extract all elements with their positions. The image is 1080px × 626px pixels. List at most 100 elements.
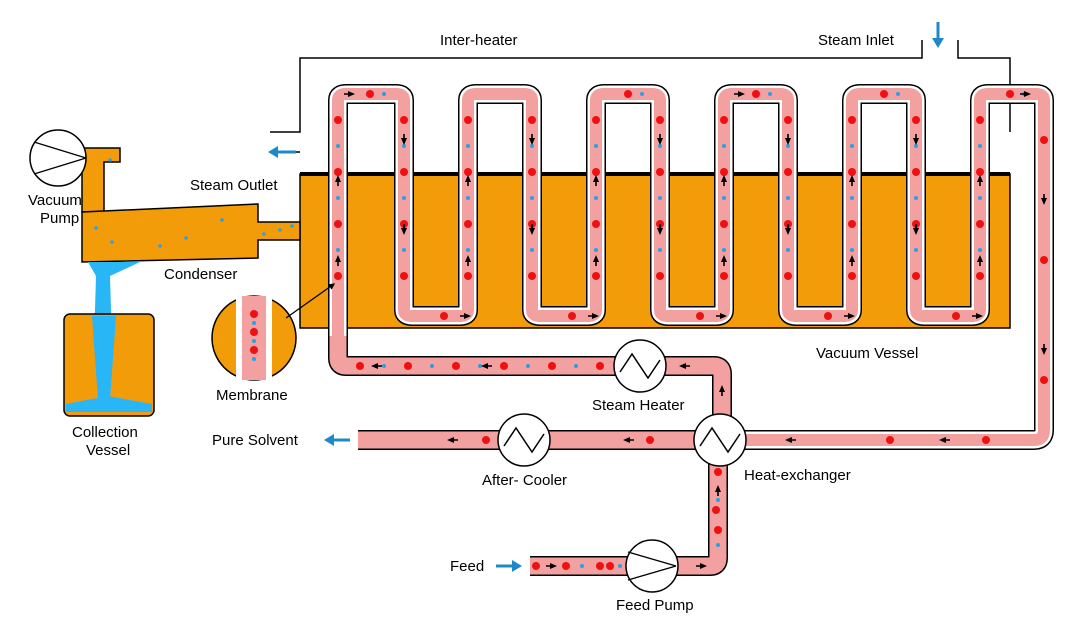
blue-particle: [658, 248, 662, 252]
red-particle: [532, 562, 540, 570]
red-particle: [752, 90, 760, 98]
flow-arrow: [696, 563, 707, 569]
blue-particle: [526, 364, 530, 368]
membrane-zoom: [211, 283, 336, 381]
red-particle: [646, 436, 654, 444]
blue-particle: [786, 248, 790, 252]
pump-icon[interactable]: [625, 539, 679, 593]
red-particle: [952, 312, 960, 320]
blue-particle: [594, 144, 598, 148]
blue-particle: [530, 196, 534, 200]
red-particle: [440, 312, 448, 320]
label-steam-outlet: Steam Outlet: [190, 177, 278, 194]
flow-arrow: [849, 175, 855, 186]
blue-particle: [978, 196, 982, 200]
blue-particle: [158, 244, 162, 248]
red-particle: [400, 272, 408, 280]
red-particle: [1006, 90, 1014, 98]
blue-particle: [402, 144, 406, 148]
red-particle: [592, 168, 600, 176]
flow-arrow: [401, 134, 407, 145]
red-particle: [334, 220, 342, 228]
label-after-cooler: After- Cooler: [482, 472, 567, 489]
flow-arrow: [335, 255, 341, 266]
red-particle: [464, 116, 472, 124]
red-particle: [596, 362, 604, 370]
flow-arrow: [977, 175, 983, 186]
blue-particle: [716, 498, 720, 502]
heat-exchanger-icon[interactable]: [693, 413, 747, 467]
flow-arrow: [721, 175, 727, 186]
flow-arrow: [785, 437, 796, 443]
flow-arrow: [1041, 344, 1047, 355]
blue-particle: [722, 248, 726, 252]
flow-arrow: [623, 437, 634, 443]
red-particle: [696, 312, 704, 320]
label-steam-inlet: Steam Inlet: [818, 32, 895, 49]
red-particle: [548, 362, 556, 370]
red-particle: [976, 220, 984, 228]
blue-particle: [658, 144, 662, 148]
red-particle: [1040, 256, 1048, 264]
red-particle: [848, 116, 856, 124]
blue-particle: [466, 196, 470, 200]
label-inter-heater: Inter-heater: [440, 32, 518, 49]
flow-arrow: [785, 134, 791, 145]
blue-particle: [382, 364, 386, 368]
red-particle: [562, 562, 570, 570]
flow-arrow: [657, 134, 663, 145]
blue-particle: [262, 232, 266, 236]
blue-particle: [466, 144, 470, 148]
flow-arrow: [465, 175, 471, 186]
red-particle: [720, 116, 728, 124]
flow-arrow: [716, 313, 727, 319]
heat-exchanger-icon[interactable]: [613, 339, 667, 393]
condenser-assembly: [81, 147, 301, 410]
blue-particle: [978, 248, 982, 252]
flow-arrow: [913, 224, 919, 235]
red-particle: [912, 168, 920, 176]
heat-exchanger-icon[interactable]: [497, 413, 551, 467]
blue-particle: [722, 196, 726, 200]
blue-particle: [108, 158, 112, 162]
blue-particle: [466, 248, 470, 252]
label-pure-solvent: Pure Solvent: [212, 432, 299, 449]
red-particle: [880, 90, 888, 98]
red-particle: [656, 168, 664, 176]
red-particle: [606, 562, 614, 570]
red-particle: [712, 506, 720, 514]
red-particle: [356, 362, 364, 370]
blue-particle: [530, 144, 534, 148]
flow-arrow: [721, 255, 727, 266]
flow-arrows-blue: [268, 22, 944, 572]
label-collection: Collection: [72, 424, 138, 441]
flow-arrow: [401, 224, 407, 235]
blue-particle: [574, 364, 578, 368]
blue-particle: [594, 196, 598, 200]
pump-icon[interactable]: [29, 129, 87, 187]
blue-particle: [978, 144, 982, 148]
flow-arrow: [977, 255, 983, 266]
blue-particle: [594, 248, 598, 252]
red-particle: [592, 220, 600, 228]
red-particle: [912, 116, 920, 124]
blue-particle: [914, 196, 918, 200]
blue-particle: [850, 144, 854, 148]
blue-particle: [580, 564, 584, 568]
flow-arrow: [972, 313, 983, 319]
red-particle: [784, 116, 792, 124]
label-heat-exchanger: Heat-exchanger: [744, 467, 851, 484]
blue-particle: [658, 196, 662, 200]
red-particle: [400, 116, 408, 124]
red-particle: [334, 272, 342, 280]
blue-particle: [618, 564, 622, 568]
label-vessel: Vessel: [86, 442, 130, 459]
flow-arrow: [844, 313, 855, 319]
blue-particle: [716, 543, 720, 547]
red-particle: [334, 116, 342, 124]
blue-particle: [850, 196, 854, 200]
red-particle: [824, 312, 832, 320]
red-particle: [1040, 376, 1048, 384]
blue-particle: [336, 144, 340, 148]
flow-arrow: [679, 363, 690, 369]
